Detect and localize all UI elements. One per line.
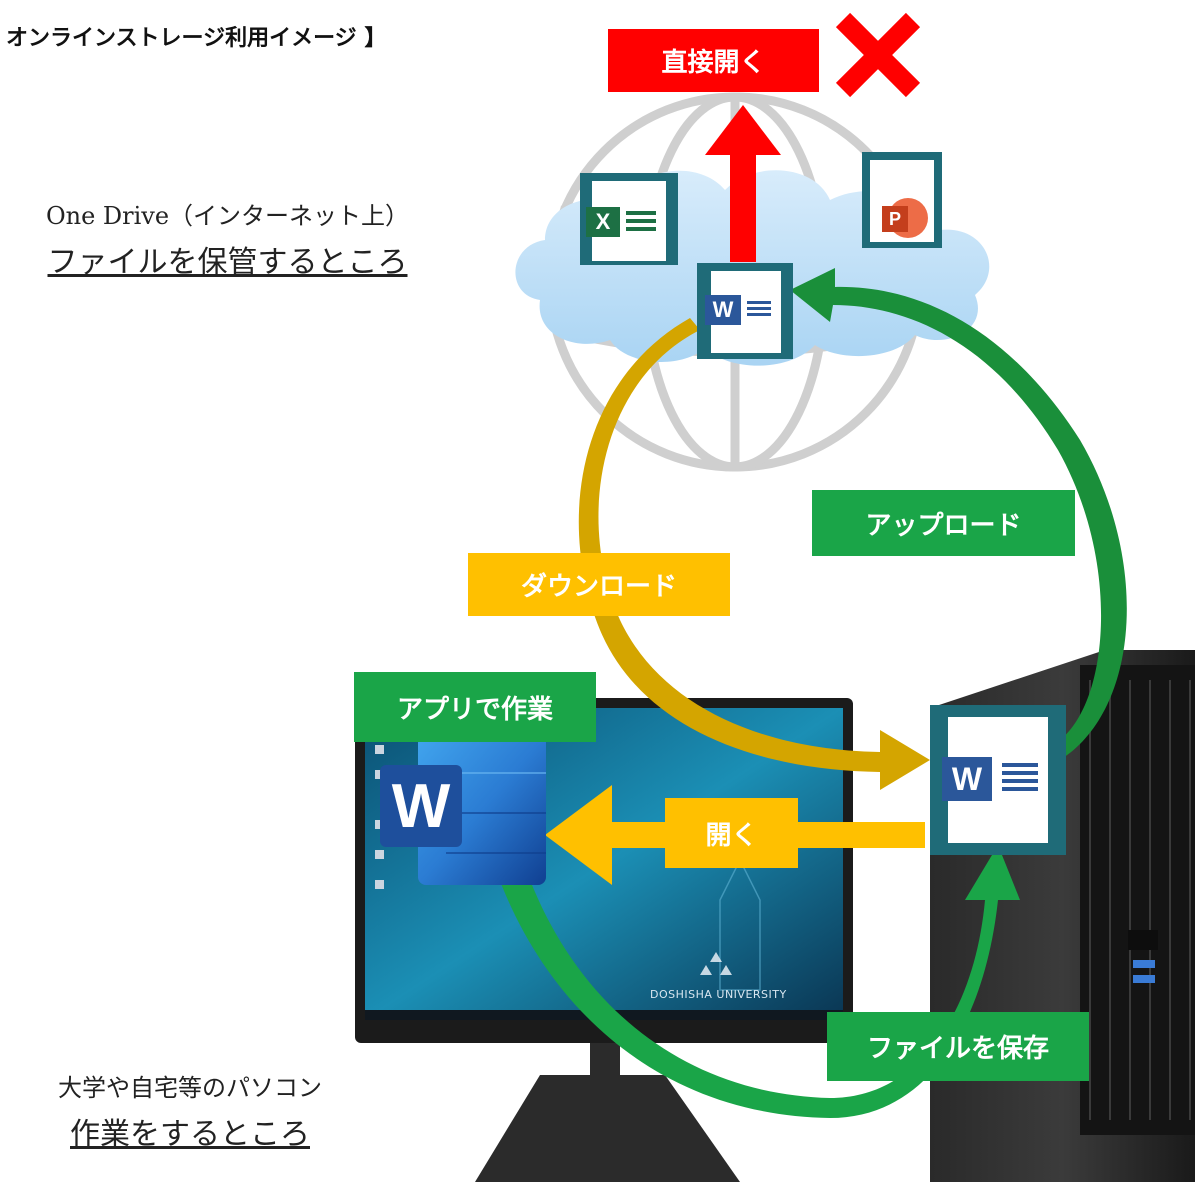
pc-caption-line2: 作業をするところ — [70, 1117, 310, 1152]
direct-open-arrow — [705, 105, 781, 262]
powerpoint-letter: P — [882, 206, 908, 232]
save-arrow — [470, 755, 1020, 1118]
download-label: ダウンロード — [468, 553, 730, 616]
work-in-app-label: アプリで作業 — [354, 672, 596, 742]
upload-arrow — [790, 268, 1127, 760]
excel-file-icon: X — [580, 173, 678, 265]
save-file-label: ファイルを保存 — [827, 1012, 1089, 1081]
page-title: オンラインストレージ利用イメージ 】 — [6, 26, 387, 51]
cloud-caption-line1: One Drive（インターネット上） — [45, 202, 410, 230]
cloud-caption: One Drive（インターネット上） ファイルを保管するところ — [0, 196, 455, 281]
word-file-icon-pc: W — [930, 705, 1066, 855]
download-arrow — [578, 318, 930, 790]
pc-caption-line1: 大学や自宅等のパソコン — [58, 1074, 322, 1102]
pc-caption: 大学や自宅等のパソコン 作業をするところ — [0, 1068, 380, 1153]
cross-icon — [835, 12, 921, 98]
powerpoint-file-icon: P — [862, 152, 942, 248]
cloud-caption-line2: ファイルを保管するところ — [47, 245, 408, 280]
word-letter-cloud: W — [705, 295, 741, 325]
word-app-icon — [380, 735, 546, 885]
word-app-letter: W — [391, 771, 451, 841]
upload-label: アップロード — [812, 490, 1075, 556]
word-letter-pc: W — [942, 757, 992, 801]
excel-letter: X — [586, 207, 620, 237]
word-file-icon-cloud: W — [697, 263, 793, 359]
screen-watermark: DOSHISHA UNIVERSITY — [650, 988, 787, 1001]
direct-open-label: 直接開く — [608, 29, 819, 92]
open-label: 開く — [665, 798, 798, 868]
